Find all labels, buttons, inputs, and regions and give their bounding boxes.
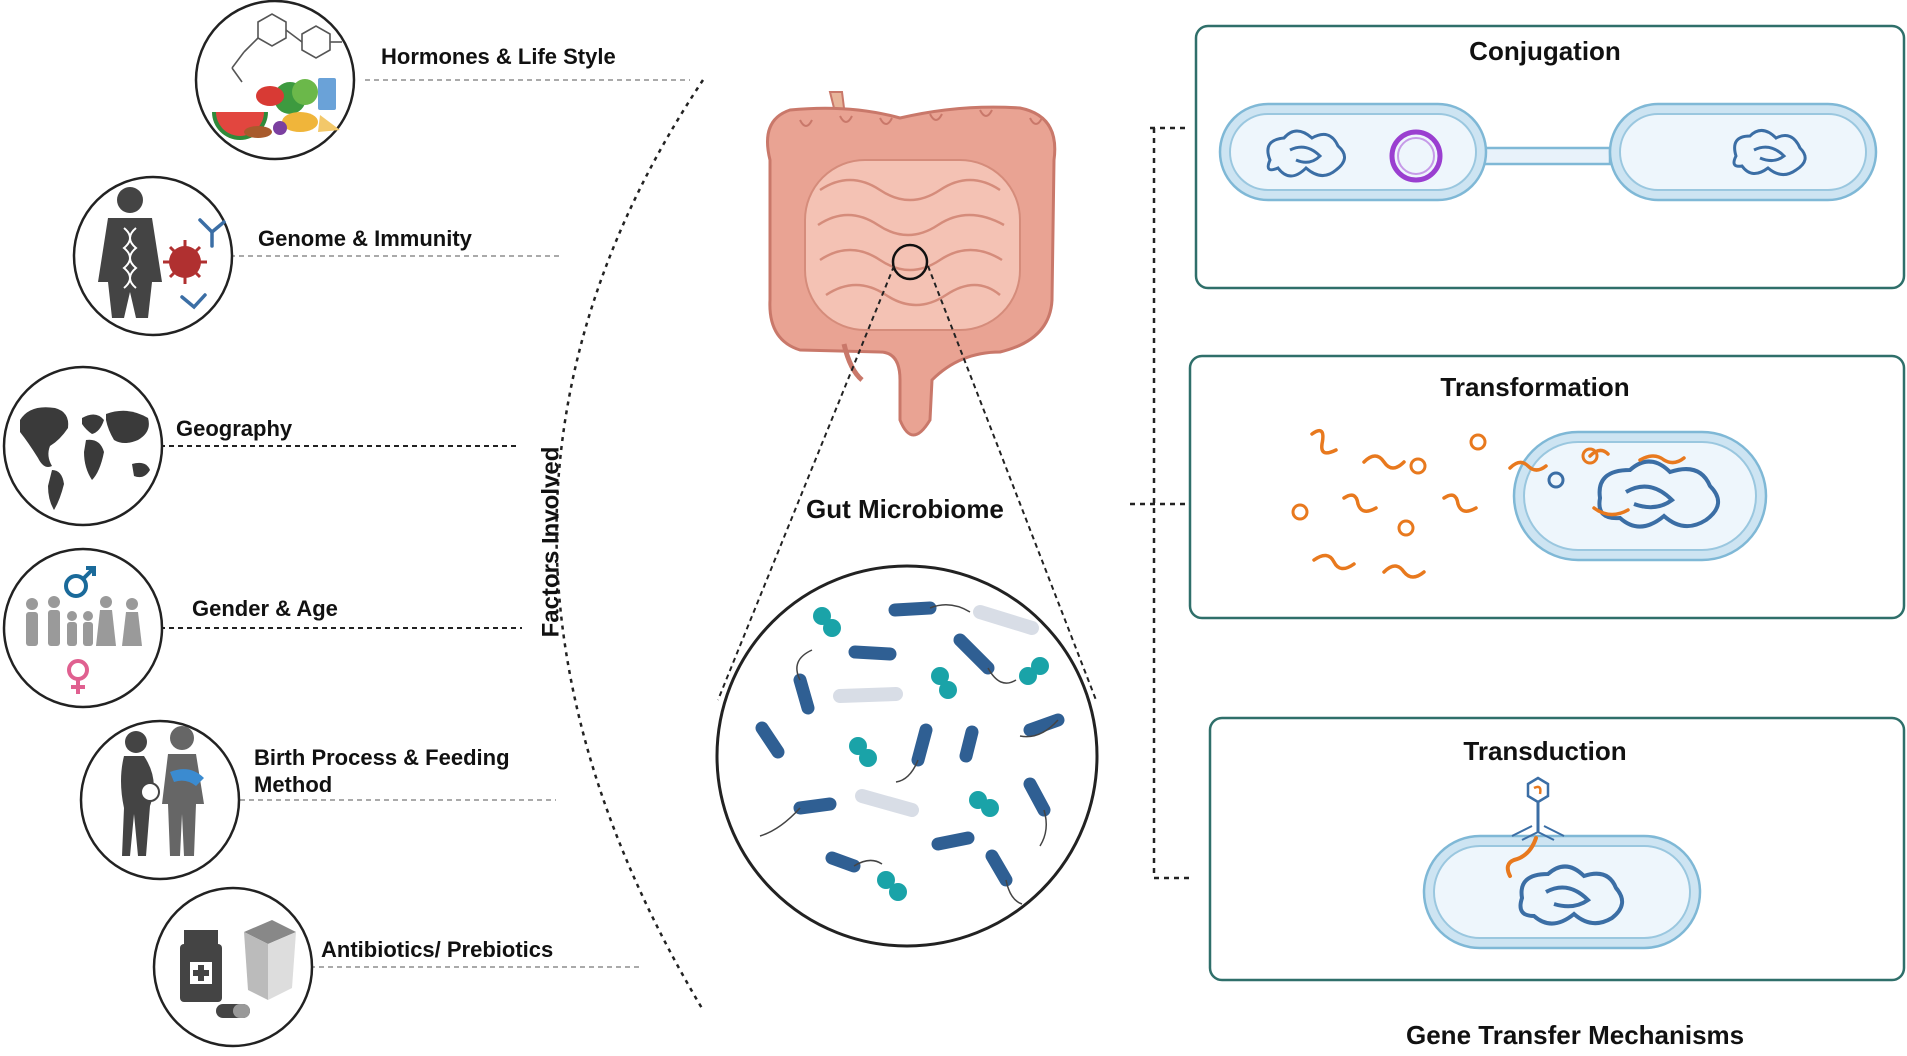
food-hormone-icon bbox=[194, 0, 356, 161]
medicine-yogurt-icon bbox=[152, 886, 314, 1048]
factor-label-genome: Genome & Immunity bbox=[258, 226, 472, 251]
gut-microbiome-title: Gut Microbiome bbox=[806, 494, 1004, 524]
zoom-line-right bbox=[927, 265, 1097, 701]
world-map-icon bbox=[2, 365, 164, 527]
mechanisms-bracket bbox=[1130, 126, 1190, 880]
transformation-title: Transformation bbox=[1440, 372, 1630, 402]
conjugation-title: Conjugation bbox=[1469, 36, 1621, 66]
factor-label-geography: Geography bbox=[176, 416, 293, 441]
factor-label-birth: Birth Process & Feeding Method bbox=[254, 745, 510, 797]
factor-label-hormones: Hormones & Life Style bbox=[381, 44, 616, 69]
intestine-icon bbox=[766, 91, 1057, 437]
factors-axis-label: Factors Involved bbox=[537, 446, 565, 638]
zoom-line-left bbox=[717, 265, 895, 701]
conjugation-bacteria-icon bbox=[1218, 102, 1878, 202]
factors-arc bbox=[555, 79, 705, 1011]
transduction-phage-icon bbox=[1422, 776, 1702, 950]
family-gender-icon bbox=[2, 547, 164, 709]
bacteria-magnified-icon bbox=[715, 564, 1099, 948]
gene-transfer-footer: Gene Transfer Mechanisms bbox=[1406, 1020, 1745, 1050]
factor-label-gender: Gender & Age bbox=[192, 596, 338, 621]
transduction-title: Transduction bbox=[1463, 736, 1627, 766]
factor-label-antibiotics: Antibiotics/ Prebiotics bbox=[321, 937, 554, 962]
dna-human-virus-icon bbox=[72, 175, 234, 337]
transformation-bacteria-icon bbox=[1291, 428, 1768, 579]
mother-baby-icon bbox=[79, 719, 241, 881]
